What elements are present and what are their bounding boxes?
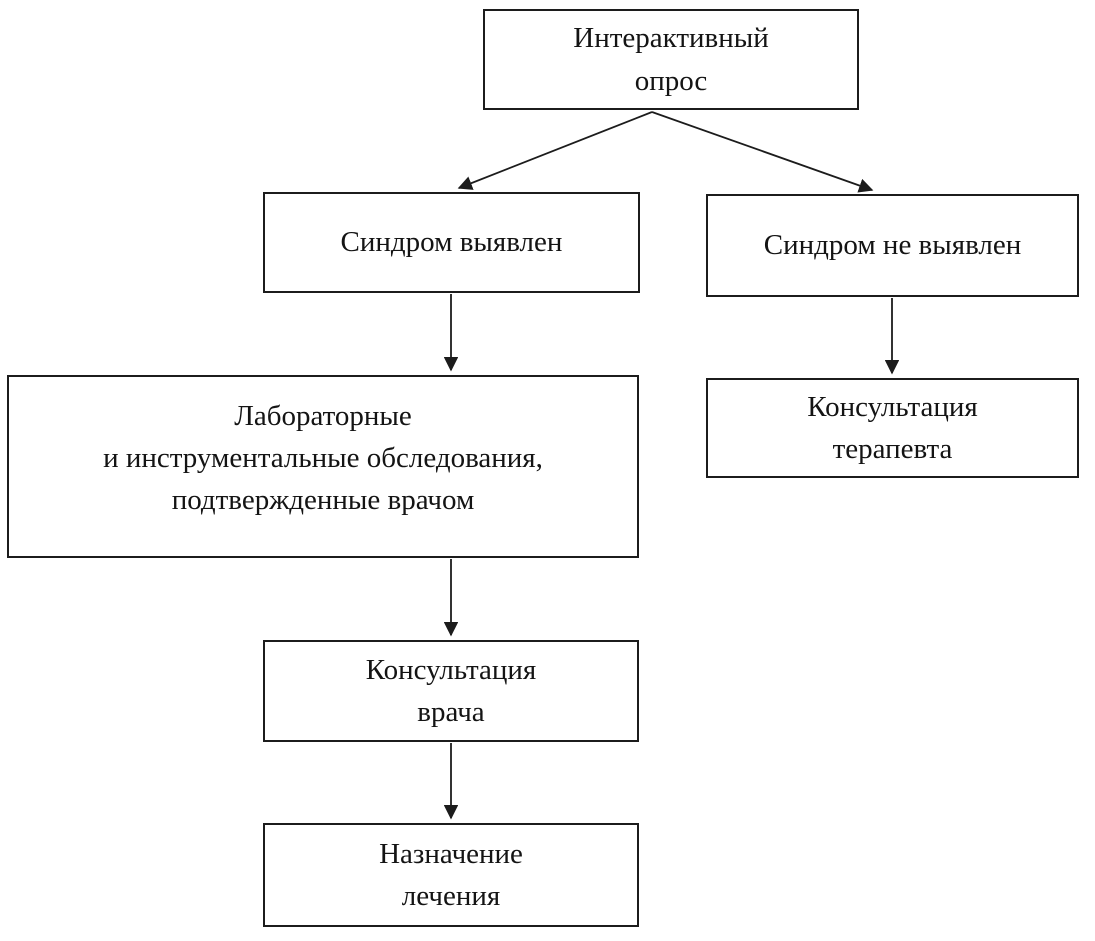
node-syndrome-not-detected: Синдром не выявлен: [706, 194, 1079, 297]
node-therapist-consultation: Консультация терапевта: [706, 378, 1079, 478]
arrow-survey-to-syndrome-detected: [457, 111, 653, 190]
arrow-survey-to-syndrome-not-detected: [651, 111, 874, 193]
node-doctor-consultation: Консультация врача: [263, 640, 639, 742]
node-interactive-survey: Интерактивный опрос: [483, 9, 859, 110]
node-treatment-prescription: Назначение лечения: [263, 823, 639, 927]
node-lab-instrumental-exams: Лабораторные и инструментальные обследов…: [7, 375, 639, 558]
node-syndrome-detected: Синдром выявлен: [263, 192, 640, 293]
